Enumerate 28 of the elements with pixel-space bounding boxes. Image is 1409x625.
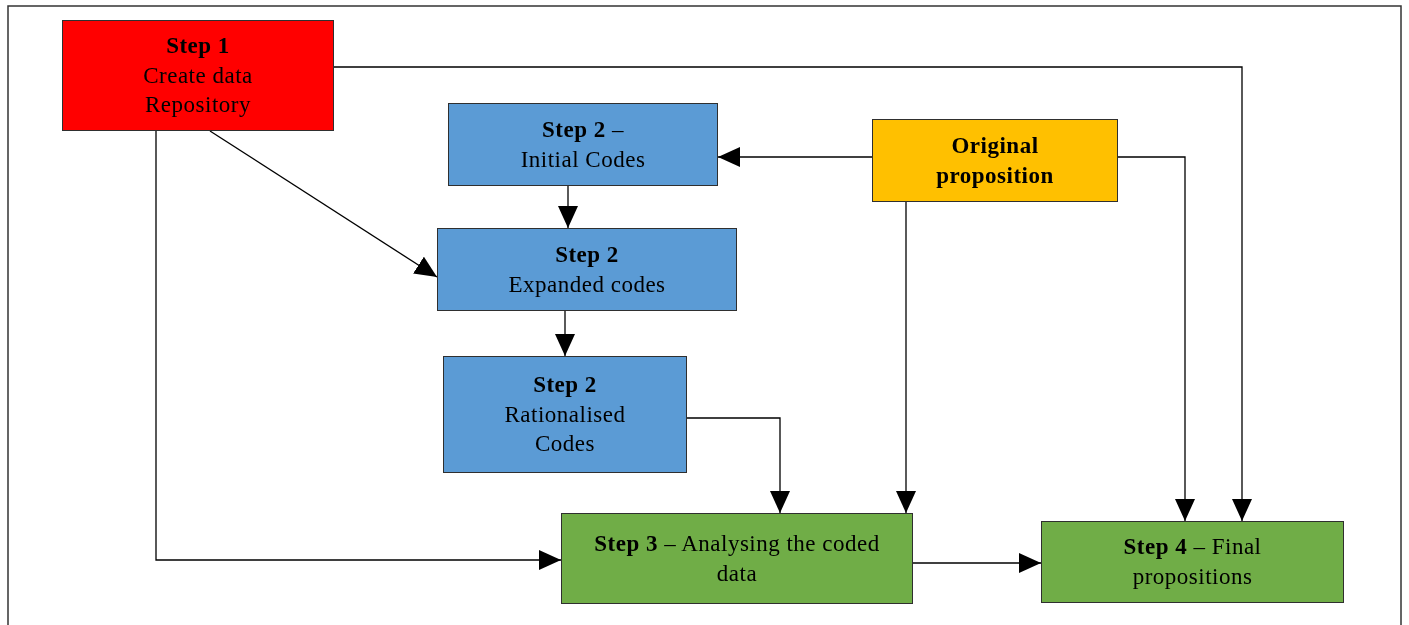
step-box bbox=[448, 103, 718, 186]
step-label: Expanded codes bbox=[508, 270, 666, 299]
arrow bbox=[555, 310, 575, 357]
step-box bbox=[443, 356, 687, 473]
step-box bbox=[62, 20, 334, 131]
arrow bbox=[896, 201, 916, 514]
arrow bbox=[1117, 156, 1195, 522]
step-box bbox=[561, 513, 913, 604]
step-label: Create data Repository bbox=[142, 61, 254, 120]
arrow bbox=[717, 147, 873, 167]
arrow bbox=[155, 130, 562, 570]
proposition-box bbox=[872, 119, 1118, 202]
step-heading: Step 2 bbox=[533, 370, 597, 399]
arrow bbox=[333, 66, 1252, 522]
step-label: Step 4 – Final propositions bbox=[1122, 533, 1263, 591]
step-heading: Step 1 bbox=[166, 31, 230, 60]
arrow bbox=[912, 553, 1042, 573]
step-label: Original proposition bbox=[935, 131, 1055, 190]
step-box bbox=[437, 228, 737, 311]
arrow bbox=[558, 185, 578, 229]
step-label: Step 3 – Analysing the coded data bbox=[593, 529, 881, 588]
arrow bbox=[209, 130, 438, 278]
step-label: Rationalised Codes bbox=[503, 400, 627, 459]
step-box bbox=[1041, 521, 1344, 603]
arrow bbox=[686, 417, 790, 514]
step-label: Initial Codes bbox=[520, 145, 646, 174]
step-heading: Step 2 bbox=[555, 240, 619, 269]
step-label: Step 2 – bbox=[542, 115, 624, 144]
